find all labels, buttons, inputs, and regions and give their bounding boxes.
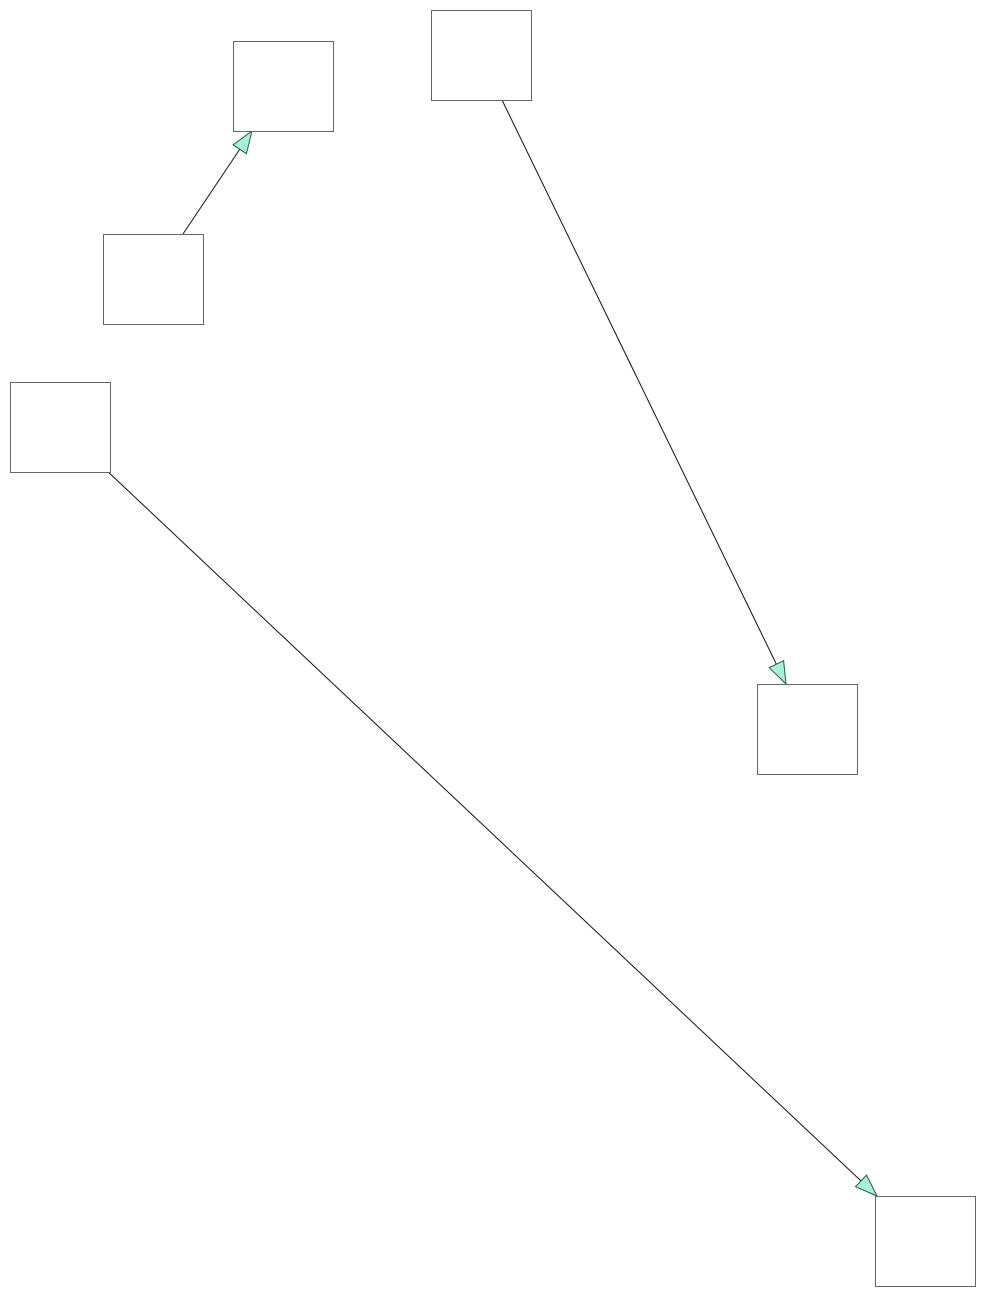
arrowhead-icon [232, 129, 253, 155]
node-rect[interactable] [233, 41, 334, 132]
arrowhead-icon [768, 659, 787, 686]
node-box-n4[interactable] [757, 684, 858, 775]
node-box-n6[interactable] [875, 1196, 976, 1287]
arrowhead-icon [854, 1174, 879, 1198]
node-box-n5[interactable] [10, 382, 111, 473]
node-box-n2[interactable] [103, 234, 204, 325]
node-rect[interactable] [431, 10, 532, 101]
edge-n2-to-n1 [182, 129, 253, 235]
edge-n5-to-n6 [104, 468, 879, 1198]
edge-line [501, 99, 787, 685]
node-box-n3[interactable] [431, 10, 532, 101]
edge-line [104, 468, 878, 1197]
node-rect[interactable] [757, 684, 858, 775]
node-box-n1[interactable] [233, 41, 334, 132]
nodes-layer [10, 10, 976, 1287]
node-rect[interactable] [875, 1196, 976, 1287]
edges-layer [104, 99, 879, 1198]
node-rect[interactable] [103, 234, 204, 325]
edge-n3-to-n4 [501, 99, 787, 686]
node-rect[interactable] [10, 382, 111, 473]
